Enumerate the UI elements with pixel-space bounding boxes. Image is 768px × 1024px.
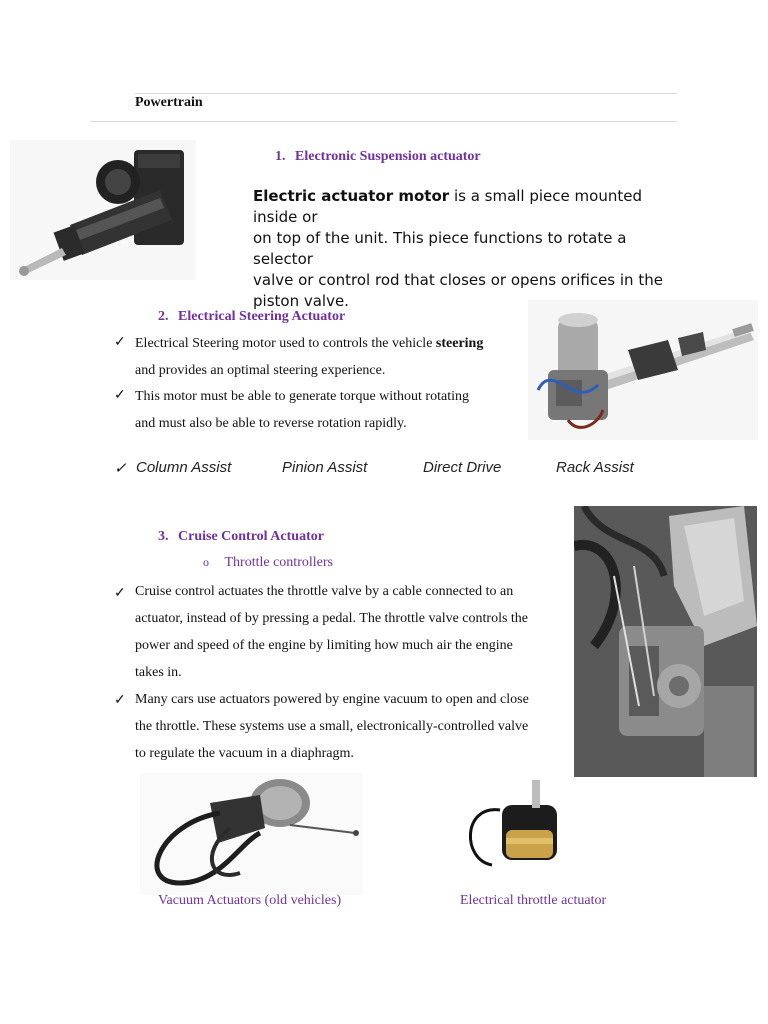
check-icon: ✓	[114, 335, 126, 350]
section2-number: 2.	[158, 309, 169, 324]
section1-lead-bold: Electric actuator motor	[253, 187, 450, 205]
section3-heading: 3. Cruise Control Actuator	[158, 529, 324, 545]
section1-line-1: Electric actuator motor is a small piece…	[253, 186, 683, 228]
throttle-actuator-image	[462, 770, 570, 880]
section2-heading: 2. Electrical Steering Actuator	[158, 309, 345, 325]
section2-bullet-1: Electrical Steering motor used to contro…	[135, 330, 520, 384]
steering-column-image	[528, 300, 758, 440]
caption-electrical-throttle-actuator: Electrical throttle actuator	[460, 893, 607, 908]
section1-line-2: on top of the unit. This piece functions…	[253, 229, 627, 268]
linear-actuator-image	[10, 140, 196, 280]
section1-title: Electronic Suspension actuator	[295, 149, 481, 164]
section3-bullet2-line1: Many cars use actuators powered by engin…	[135, 692, 529, 707]
vacuum-actuator-image	[140, 773, 362, 895]
section2-bullet-2: This motor must be able to generate torq…	[135, 383, 520, 437]
section3-bullet-2: Many cars use actuators powered by engin…	[135, 686, 567, 767]
section1-heading: 1. Electronic Suspension actuator	[275, 149, 481, 165]
assist-pinion: Pinion Assist	[282, 459, 368, 476]
section1-line-3: valve or control rod that closes or open…	[253, 271, 663, 289]
check-icon: ✓	[114, 388, 126, 403]
section2-bullet1-pre: Electrical Steering motor used to contro…	[135, 336, 436, 351]
section3-title: Cruise Control Actuator	[178, 529, 324, 544]
check-icon: ✓	[114, 460, 127, 477]
section3-bullet1-line2: actuator, instead of by pressing a pedal…	[135, 611, 529, 626]
section3-subitem-label: Throttle controllers	[224, 555, 333, 570]
section3-bullet-1: Cruise control actuates the throttle val…	[135, 578, 567, 686]
section1-paragraph: Electric actuator motor is a small piece…	[253, 186, 683, 312]
check-icon: ✓	[114, 693, 126, 708]
assist-column: Column Assist	[136, 459, 232, 476]
section3-bullet1-line3: power and speed of the engine by limitin…	[135, 638, 513, 653]
section2-title: Electrical Steering Actuator	[178, 309, 346, 324]
section3-bullet2-line3: to regulate the vacuum in a diaphragm.	[135, 746, 354, 761]
section3-bullet1-line4: takes in.	[135, 665, 182, 680]
header-top-rule	[135, 93, 677, 94]
section2-bullet1-bold: steering	[435, 336, 484, 351]
section2-bullet2-line2: and must also be able to reverse rotatio…	[135, 416, 407, 431]
header-bottom-rule	[90, 121, 677, 122]
section3-subitem: o Throttle controllers	[203, 555, 333, 571]
assist-direct-drive: Direct Drive	[423, 459, 502, 476]
engine-bay-image	[574, 506, 757, 777]
assist-rack: Rack Assist	[556, 459, 634, 476]
circle-bullet-icon: o	[203, 555, 209, 569]
section2-bullet1-line2: and provides an optimal steering experie…	[135, 363, 386, 378]
section3-number: 3.	[158, 529, 169, 544]
section1-lead-rest: is a small piece mounted inside or	[253, 187, 642, 226]
section2-bullet2-line1: This motor must be able to generate torq…	[135, 389, 469, 404]
header-title: Powertrain	[135, 95, 203, 110]
section1-number: 1.	[275, 149, 286, 164]
caption-vacuum-actuators: Vacuum Actuators (old vehicles)	[158, 893, 342, 908]
check-icon: ✓	[114, 586, 126, 601]
section2-bullet1-line1: Electrical Steering motor used to contro…	[135, 330, 520, 357]
section3-bullet1-line1: Cruise control actuates the throttle val…	[135, 584, 514, 599]
section1-line-4: piston valve.	[253, 292, 349, 310]
section3-bullet2-line2: the throttle. These systems use a small,…	[135, 719, 529, 734]
